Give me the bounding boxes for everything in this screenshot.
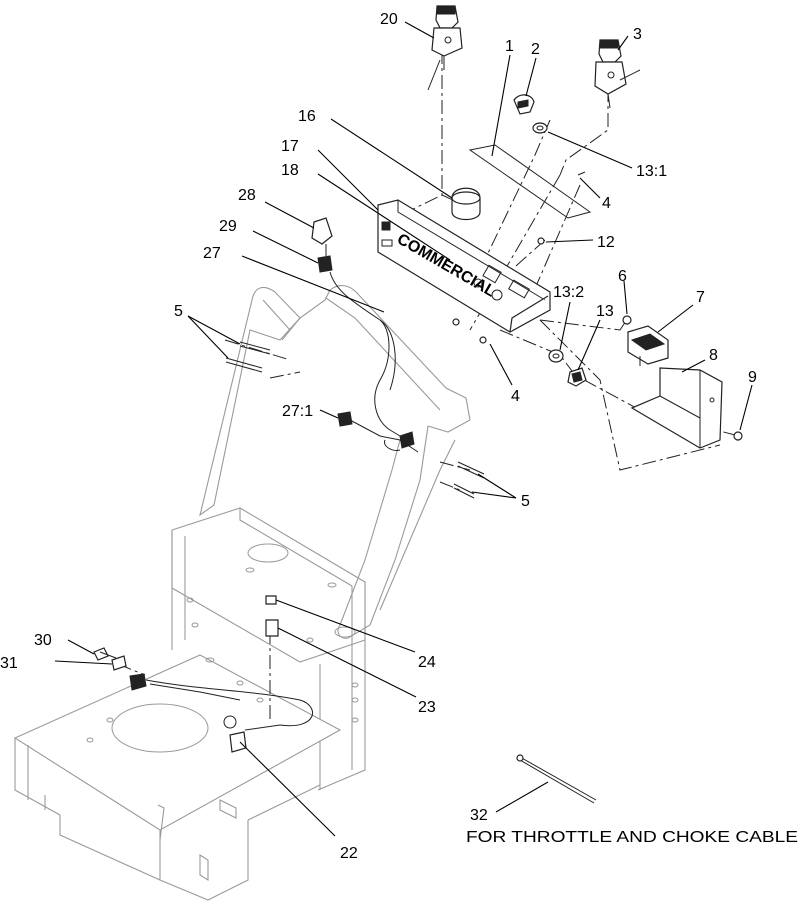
callout-labels: 20 1 2 3 13:1 4 12 16 17 18 28 29 27 5 6… <box>0 11 798 862</box>
callout-5-left: 5 <box>174 303 183 320</box>
control-lever-left-part <box>427 5 463 91</box>
nut-part <box>622 315 632 325</box>
panel-screws-part <box>452 171 586 344</box>
callout-2: 2 <box>531 41 540 58</box>
pins-part <box>225 341 485 499</box>
bracket-screw-part <box>733 431 743 441</box>
callout-12: 12 <box>597 234 615 251</box>
bracket-part <box>630 367 723 449</box>
cable-tie-part <box>516 754 597 804</box>
relay-part <box>627 325 669 366</box>
key-switch-part <box>311 217 333 273</box>
control-lever-right-part <box>594 39 641 109</box>
cable-tie-note: FOR THROTTLE AND CHOKE CABLE <box>466 829 798 846</box>
callout-7: 7 <box>696 289 705 306</box>
wire-harness-part <box>329 271 419 453</box>
callout-13-2: 13:2 <box>553 284 584 301</box>
fastener-part <box>265 595 279 637</box>
callout-13-1: 13:1 <box>636 163 667 180</box>
callout-23: 23 <box>418 699 436 716</box>
callout-4-bottom: 4 <box>511 388 520 405</box>
callout-8: 8 <box>709 347 718 364</box>
callout-27-1: 27:1 <box>282 403 313 420</box>
callout-1: 1 <box>505 38 514 55</box>
callout-17: 17 <box>281 138 299 155</box>
callout-28: 28 <box>238 187 256 204</box>
callout-13: 13 <box>596 303 614 320</box>
callout-31: 31 <box>0 655 18 672</box>
callout-16: 16 <box>298 108 316 125</box>
handle-frame <box>199 284 471 639</box>
callout-6: 6 <box>618 268 627 285</box>
control-panel-part: COMMERCIAL <box>377 199 551 333</box>
knob-part <box>451 187 481 221</box>
callout-20: 20 <box>380 11 398 28</box>
callout-4-top: 4 <box>602 195 611 212</box>
switch-part <box>548 349 587 387</box>
screw-part <box>537 237 545 245</box>
lower-harness-part <box>93 647 314 753</box>
callout-27: 27 <box>203 245 221 262</box>
callout-18: 18 <box>281 162 299 179</box>
callout-32: 32 <box>470 807 488 824</box>
callout-5-right: 5 <box>521 493 530 510</box>
frame-chassis <box>13 507 366 901</box>
callout-30: 30 <box>34 632 52 649</box>
callout-9: 9 <box>748 369 757 386</box>
leader-lines <box>54 21 753 837</box>
decal-plate-part <box>468 144 592 219</box>
ignition-key-part <box>513 94 548 134</box>
callout-29: 29 <box>219 218 237 235</box>
callout-24: 24 <box>418 654 436 671</box>
assembly-phantom-lines <box>117 50 736 720</box>
callout-22: 22 <box>340 845 358 862</box>
callout-3: 3 <box>633 26 642 43</box>
